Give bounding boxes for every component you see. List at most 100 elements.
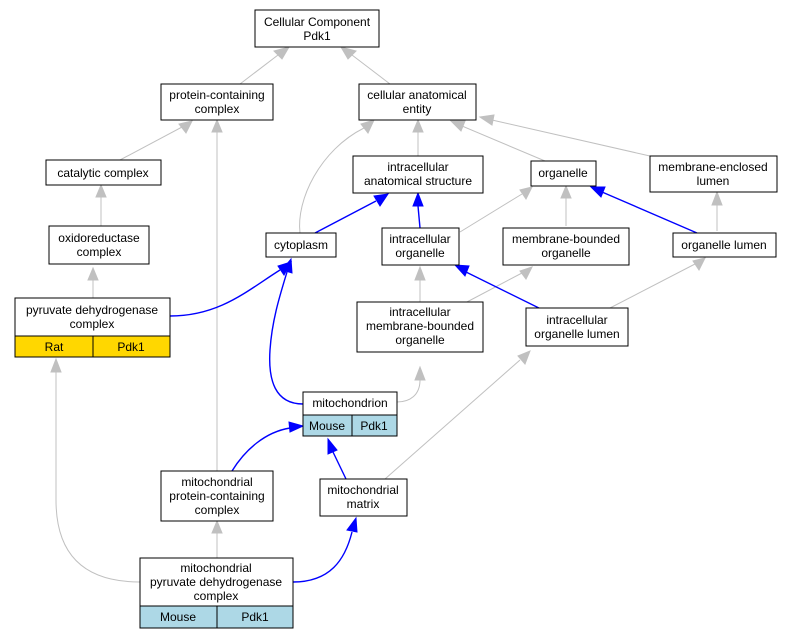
edge-membrane-enclosed-lumen-to-entity bbox=[491, 119, 651, 157]
node-label-line: entity bbox=[403, 102, 432, 116]
node-intracellular-anatomical-structure[interactable]: intracellular anatomical structure bbox=[352, 155, 484, 194]
node-mitochondrial-pyruvate-dehydrogenase-complex[interactable]: mitochondrial pyruvate dehydrogenase com… bbox=[139, 557, 294, 629]
node-label-line: organelle bbox=[395, 246, 445, 260]
node-label-line: organelle bbox=[395, 333, 445, 347]
node-label-line: membrane-bounded bbox=[366, 319, 474, 333]
node-label-line: intracellular bbox=[546, 313, 607, 327]
node-label-line: pyruvate dehydrogenase bbox=[26, 303, 158, 317]
edge-intracellular-lumen-part-of-intracellular-organelle bbox=[465, 271, 546, 312]
species-label: Mouse bbox=[160, 610, 196, 624]
edge-arrowhead bbox=[346, 516, 358, 533]
node-label-line: intracellular bbox=[389, 305, 450, 319]
node-label-line: Cellular Component bbox=[264, 15, 371, 29]
node-intracellular-organelle-lumen[interactable]: intracellular organelle lumen bbox=[525, 307, 629, 347]
node-label-line: complex bbox=[195, 503, 240, 517]
node-label-line: organelle lumen bbox=[534, 327, 619, 341]
edge-catalytic-to-protein-complex bbox=[119, 126, 183, 161]
edge-arrowhead bbox=[339, 46, 357, 60]
node-oxidoreductase-complex[interactable]: oxidoreductase complex bbox=[48, 225, 150, 265]
edge-arrowhead bbox=[453, 264, 470, 277]
node-label-line: complex bbox=[195, 102, 240, 116]
node-organelle[interactable]: organelle bbox=[530, 160, 597, 187]
node-cellular-anatomical-entity[interactable]: cellular anatomical entity bbox=[358, 83, 477, 121]
node-membrane-enclosed-lumen[interactable]: membrane-enclosed lumen bbox=[649, 155, 778, 193]
edge-intracellular-lumen-to-organelle-lumen bbox=[609, 263, 696, 309]
edge-arrowhead bbox=[412, 118, 424, 133]
node-mitochondrial-protein-containing-complex[interactable]: mitochondrial protein-containing complex bbox=[160, 470, 274, 522]
node-label-line: catalytic complex bbox=[57, 166, 148, 180]
node-cellular-component[interactable]: Cellular Component Pdk1 bbox=[254, 9, 380, 48]
edge-arrowhead bbox=[414, 365, 426, 381]
edge-arrowhead bbox=[50, 357, 62, 373]
node-label-line: pyruvate dehydrogenase bbox=[150, 575, 282, 589]
species-label: Rat bbox=[45, 340, 64, 354]
edge-intracellular-mbo-to-membrane-bounded bbox=[464, 272, 523, 304]
edge-protein-complex-to-root bbox=[239, 54, 279, 85]
node-membrane-bounded-organelle[interactable]: membrane-bounded organelle bbox=[502, 227, 630, 266]
edge-mitochondrion-part-of-cytoplasm bbox=[268, 271, 304, 405]
edge-arrowhead bbox=[692, 257, 706, 271]
node-label-line: matrix bbox=[347, 497, 380, 511]
edge-arrowhead bbox=[281, 257, 293, 274]
edges-blue bbox=[169, 186, 698, 583]
gene-label: Pdk1 bbox=[241, 610, 269, 624]
node-label-line: mitochondrial bbox=[180, 561, 251, 575]
edge-pdh-part-of-cytoplasm bbox=[169, 269, 281, 317]
edge-anatomical-entity-to-root bbox=[351, 54, 391, 85]
edge-arrowhead bbox=[178, 120, 193, 134]
node-intracellular-membrane-bounded-organelle[interactable]: intracellular membrane-bounded organelle bbox=[356, 301, 484, 353]
node-label-line: organelle bbox=[538, 166, 588, 180]
node-label-line: complex bbox=[70, 317, 115, 331]
node-cytoplasm[interactable]: cytoplasm bbox=[265, 232, 337, 258]
edges-gray bbox=[50, 46, 723, 583]
node-intracellular-organelle[interactable]: intracellular organelle bbox=[381, 227, 460, 266]
edge-intracellular-organelle-to-organelle bbox=[459, 193, 523, 233]
node-mitochondrion[interactable]: mitochondrion Mouse Pdk1 bbox=[302, 391, 398, 437]
node-label-line: membrane-enclosed bbox=[658, 160, 767, 174]
edge-mito-protein-complex-part-of-mitochondrion bbox=[231, 427, 291, 472]
edge-arrowhead bbox=[95, 183, 107, 198]
edge-arrowhead bbox=[360, 119, 375, 134]
node-label-line: Pdk1 bbox=[303, 29, 331, 43]
edge-arrowhead bbox=[519, 266, 533, 280]
gene-label: Pdk1 bbox=[360, 419, 388, 433]
node-label-line: lumen bbox=[697, 174, 730, 188]
gene-cell bbox=[92, 335, 171, 358]
edge-arrowhead bbox=[412, 191, 424, 207]
edge-arrowhead bbox=[288, 421, 305, 433]
node-label-line: complex bbox=[77, 245, 122, 259]
edge-cytoplasm-part-of-intracellular-structure bbox=[314, 200, 377, 234]
edge-arrowhead bbox=[589, 186, 606, 198]
node-mitochondrial-matrix[interactable]: mitochondrial matrix bbox=[319, 478, 408, 517]
edge-arrowhead bbox=[327, 437, 338, 455]
edge-mito-pdh-part-of-mito-matrix bbox=[292, 531, 353, 583]
node-label-line: protein-containing bbox=[169, 88, 264, 102]
gene-label: Pdk1 bbox=[117, 340, 145, 354]
edge-arrowhead bbox=[373, 193, 390, 207]
node-protein-containing-complex[interactable]: protein-containing complex bbox=[160, 83, 274, 121]
gene-cell bbox=[216, 605, 294, 629]
edge-arrowhead bbox=[517, 350, 531, 365]
edge-arrowhead bbox=[519, 186, 533, 200]
edge-mito-pdh-to-pdh bbox=[55, 372, 141, 583]
edge-mito-matrix-part-of-mitochondrion bbox=[332, 451, 347, 480]
node-label-line: organelle bbox=[541, 246, 591, 260]
edge-intracellular-organelle-part-of-intracellular-structure bbox=[417, 205, 421, 229]
edge-cytoplasm-to-entity bbox=[299, 127, 365, 234]
node-label-line: cellular anatomical bbox=[367, 88, 466, 102]
node-label-line: anatomical structure bbox=[364, 174, 472, 188]
node-pyruvate-dehydrogenase-complex[interactable]: pyruvate dehydrogenase complex Rat Pdk1 bbox=[14, 297, 171, 358]
edge-arrowhead bbox=[478, 114, 495, 126]
edge-organelle-to-entity bbox=[461, 125, 546, 162]
species-label: Mouse bbox=[309, 419, 345, 433]
node-label-line: intracellular bbox=[389, 232, 450, 246]
edge-arrowhead bbox=[273, 46, 291, 60]
edge-arrowhead bbox=[711, 190, 723, 206]
edge-arrowhead bbox=[560, 184, 572, 199]
node-label-line: mitochondrial bbox=[327, 483, 398, 497]
gene-cell bbox=[351, 414, 398, 437]
edge-arrowhead bbox=[87, 266, 99, 281]
node-organelle-lumen[interactable]: organelle lumen bbox=[672, 232, 777, 258]
node-catalytic-complex[interactable]: catalytic complex bbox=[45, 159, 162, 186]
